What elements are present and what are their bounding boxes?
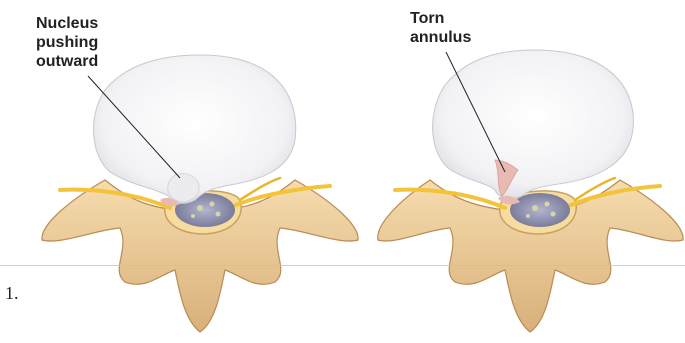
label-torn-annulus: Torn annulus [410, 9, 471, 47]
label-line: outward [36, 52, 98, 71]
label-line: annulus [410, 28, 471, 47]
right-cord-detail [551, 212, 556, 217]
right-cord-detail [526, 214, 530, 218]
right-cord-detail [545, 202, 550, 207]
label-nucleus-pushing-outward: Nucleus pushing outward [36, 14, 98, 71]
label-line: Torn [410, 9, 471, 28]
label-line: Nucleus [36, 14, 98, 33]
figure-number: 1. [5, 283, 19, 304]
left-vertebra-illustration [42, 55, 358, 332]
right-cord-detail [532, 205, 538, 211]
label-line: pushing [36, 33, 98, 52]
horizontal-guide-line [0, 265, 685, 266]
right-spinal-cord [510, 193, 570, 227]
left-cord-detail [197, 205, 203, 211]
right-disc [433, 50, 634, 198]
left-cord-detail [191, 214, 195, 218]
left-cord-detail [210, 202, 215, 207]
left-cord-detail [216, 212, 221, 217]
left-nucleus-bulge [168, 173, 199, 202]
right-vertebra-illustration [378, 50, 683, 332]
